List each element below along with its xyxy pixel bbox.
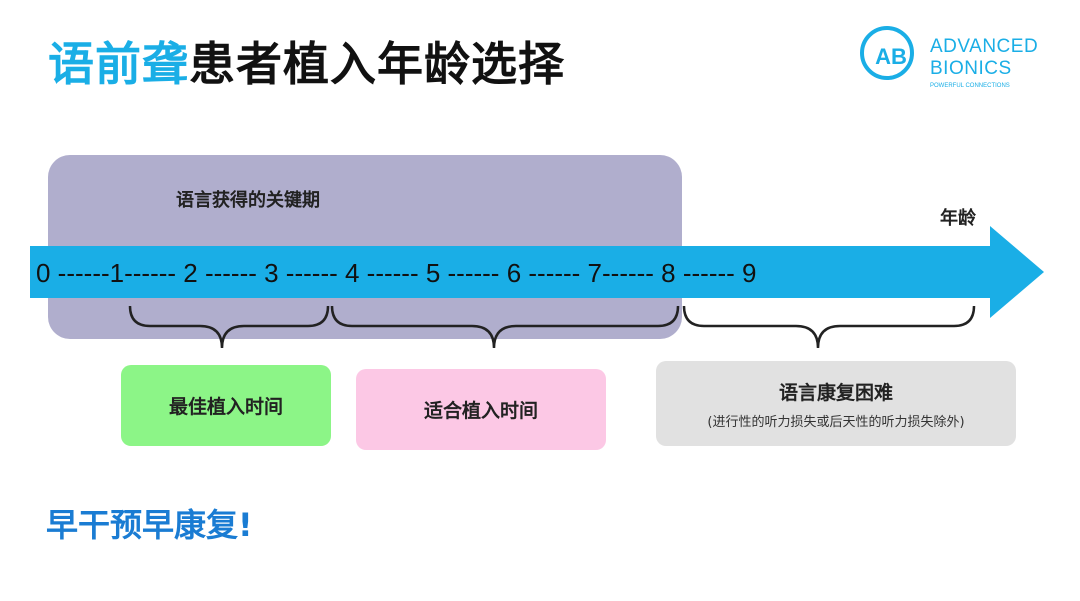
page-title: 语前聋患者植入年龄选择 [48, 28, 565, 94]
logo-line1: ADVANCED [930, 36, 1039, 57]
logo-monogram: AB [875, 44, 907, 69]
axis-unit-label: 年龄 [940, 208, 976, 229]
bracket-suitable-icon [330, 305, 680, 349]
bracket-optimal-icon [128, 305, 330, 349]
suitable-time-label: 适合植入时间 [423, 400, 538, 422]
difficult-rehab-label: 语言康复困难 [778, 381, 893, 404]
suitable-time-box: 适合植入时间 [356, 369, 606, 450]
critical-period-label: 语言获得的关键期 [176, 190, 320, 211]
age-axis-ticks: 0 ------1------ 2 ------ 3 ------ 4 ----… [36, 258, 757, 288]
title-highlight: 语前聋 [48, 37, 189, 91]
difficult-rehab-note: (进行性的听力损失或后天性的听力损失除外) [707, 414, 965, 430]
logo-circle-icon: AB [860, 26, 914, 80]
logo-line2: BIONICS [930, 58, 1012, 79]
optimal-time-box: 最佳植入时间 [121, 365, 331, 446]
optimal-time-label: 最佳植入时间 [168, 396, 283, 418]
title-rest: 患者植入年龄选择 [189, 37, 565, 91]
advanced-bionics-logo: AB ADVANCED BIONICS POWERFUL CONNECTIONS [858, 26, 1048, 96]
slogan: 早干预早康复! [46, 506, 253, 544]
logo-tagline: POWERFUL CONNECTIONS [930, 83, 1010, 89]
bracket-difficult-icon [682, 305, 976, 349]
difficult-rehab-box: 语言康复困难 (进行性的听力损失或后天性的听力损失除外) [656, 361, 1016, 446]
